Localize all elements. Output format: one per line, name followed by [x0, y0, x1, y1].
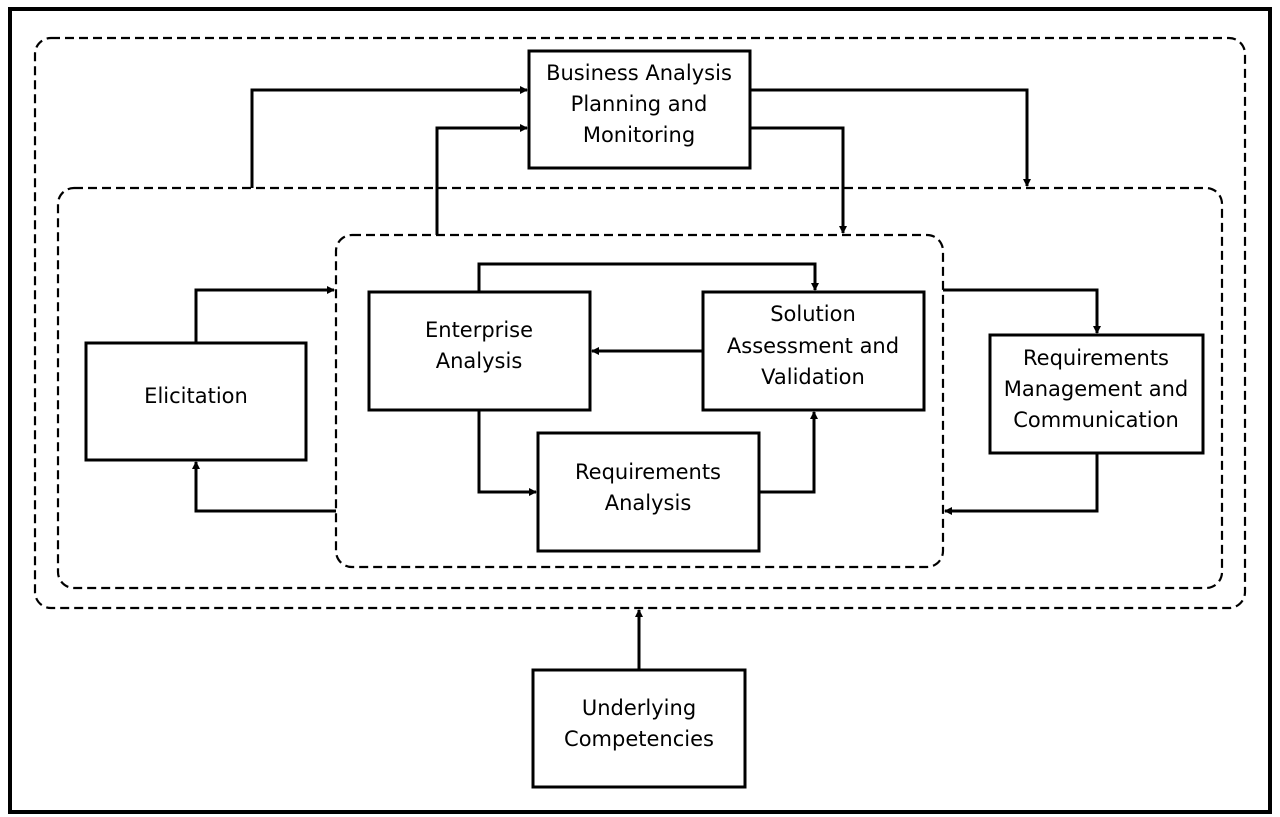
arrow-middle-to-bapm — [250, 86, 528, 188]
node-label: Communication — [1013, 408, 1179, 432]
arrow-enterprise-to-reqanalysis — [477, 410, 537, 496]
node-label: Planning and — [571, 92, 708, 116]
node-label: Assessment and — [727, 334, 899, 358]
arrow-enterprise-to-solution — [477, 262, 819, 292]
node-requirements-management: Requirements Management and Communicatio… — [988, 333, 1205, 455]
arrow-elicitation-to-inner — [194, 286, 335, 343]
node-label: Solution — [770, 302, 856, 326]
arrow-inner-to-elicitation — [192, 461, 336, 513]
node-label: Monitoring — [583, 123, 695, 147]
node-label: Competencies — [564, 727, 714, 751]
node-solution-assessment: Solution Assessment and Validation — [701, 290, 926, 412]
arrow-inner-to-bapm — [435, 124, 528, 235]
node-label: Enterprise — [425, 318, 533, 342]
node-label: Requirements — [1023, 346, 1169, 370]
middle-dashed-group — [56, 186, 1224, 590]
arrow-reqanalysis-to-solution — [759, 411, 818, 494]
arrow-rmc-to-inner — [944, 453, 1099, 515]
outer-frame — [8, 7, 1272, 814]
node-label: Business Analysis — [546, 61, 732, 85]
arrow-inner-to-rmc — [943, 288, 1101, 334]
node-label: Analysis — [605, 491, 692, 515]
node-label: Elicitation — [144, 384, 248, 408]
node-label: Validation — [761, 365, 865, 389]
node-label: Management and — [1004, 377, 1189, 401]
node-label: Requirements — [575, 460, 721, 484]
node-underlying-competencies: Underlying Competencies — [531, 668, 747, 789]
arrow-bapm-to-middle — [750, 88, 1031, 187]
inner-dashed-group — [334, 233, 945, 569]
node-elicitation: Elicitation — [84, 341, 308, 462]
node-label: Underlying — [582, 696, 696, 720]
arrow-bapm-to-inner — [750, 126, 847, 234]
connector-arrows — [192, 86, 1101, 670]
node-bapm: Business Analysis Planning and Monitorin… — [527, 49, 752, 170]
node-label: Analysis — [436, 349, 523, 373]
node-enterprise-analysis: Enterprise Analysis — [367, 290, 592, 412]
node-requirements-analysis: Requirements Analysis — [536, 431, 761, 553]
outer-dashed-group — [33, 36, 1247, 610]
